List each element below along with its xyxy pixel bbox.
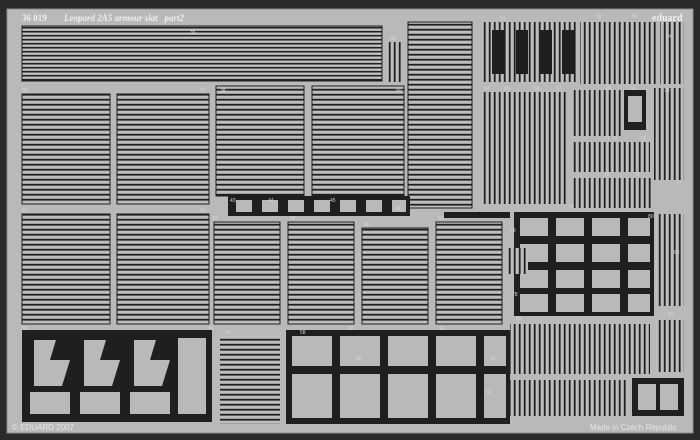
svg-text:78: 78 <box>512 292 518 298</box>
part-teeth-strip <box>510 380 628 416</box>
slat-panel-top-strip <box>22 26 382 81</box>
svg-text:75: 75 <box>634 172 640 178</box>
svg-text:67: 67 <box>556 86 562 92</box>
svg-text:59: 59 <box>348 326 354 332</box>
brand-logo: eduard <box>652 13 683 24</box>
svg-text:72: 72 <box>612 136 618 142</box>
svg-text:36: 36 <box>22 88 28 94</box>
svg-text:82: 82 <box>674 250 680 256</box>
svg-text:62: 62 <box>490 356 496 362</box>
svg-text:50: 50 <box>438 216 444 222</box>
slat-panel-42 <box>117 214 209 324</box>
svg-text:80: 80 <box>648 214 654 220</box>
svg-text:56: 56 <box>208 326 214 332</box>
svg-text:42: 42 <box>200 208 206 214</box>
svg-text:83: 83 <box>516 316 522 322</box>
part-combs-78 <box>508 248 528 274</box>
slat-panel-47 <box>214 222 280 324</box>
part-comb <box>387 42 401 82</box>
svg-text:63: 63 <box>486 390 492 396</box>
slat-panel-37 <box>117 94 209 204</box>
svg-text:51: 51 <box>500 16 506 22</box>
part-clips-71 <box>572 142 650 172</box>
svg-text:71: 71 <box>604 136 610 142</box>
part-number-labels: 35 36 37 38 39 40 41 42 43 44 45 46 47 4… <box>22 14 682 396</box>
svg-text:74: 74 <box>568 204 574 210</box>
svg-text:39: 39 <box>390 36 396 42</box>
part-combs-edge-bottom <box>656 320 684 372</box>
svg-text:68: 68 <box>606 86 612 92</box>
slat-panel-40 <box>312 86 404 196</box>
part-combs-66 <box>572 90 622 136</box>
sheet-code: 36 019 <box>22 13 47 23</box>
svg-text:41: 41 <box>22 208 28 214</box>
slat-panel-38 <box>216 86 304 196</box>
svg-text:66: 66 <box>534 86 540 92</box>
svg-text:58: 58 <box>300 330 306 336</box>
origin-text: Made in Czech Republic <box>590 423 677 432</box>
svg-text:40: 40 <box>396 88 402 94</box>
svg-text:44: 44 <box>268 198 274 204</box>
slat-panel-49 <box>362 228 428 324</box>
svg-text:43: 43 <box>230 198 236 204</box>
part-combs-edge <box>660 22 684 84</box>
part-combs-bottom-right <box>510 324 650 374</box>
slat-panel-36 <box>22 94 110 204</box>
svg-text:47: 47 <box>212 216 218 222</box>
part-combs-top-far-right <box>580 22 656 84</box>
svg-text:48: 48 <box>290 216 296 222</box>
slat-panel-50 <box>436 222 502 324</box>
slat-panel-ladder <box>408 22 472 208</box>
part-combs-73 <box>572 178 652 208</box>
svg-text:46: 46 <box>396 206 402 212</box>
part-combs-64 <box>482 92 566 204</box>
svg-text:81: 81 <box>668 312 674 318</box>
svg-text:53: 53 <box>632 14 638 20</box>
part-ladders-bottom <box>220 336 280 424</box>
svg-text:49: 49 <box>364 222 370 228</box>
svg-text:65: 65 <box>504 86 510 92</box>
svg-text:35: 35 <box>190 30 196 36</box>
slat-panel-41 <box>22 214 110 324</box>
svg-text:45: 45 <box>330 198 336 204</box>
svg-text:69: 69 <box>630 86 636 92</box>
svg-text:76: 76 <box>604 172 610 178</box>
slat-panel-48 <box>288 222 354 324</box>
svg-text:73: 73 <box>640 136 646 142</box>
svg-text:57: 57 <box>226 330 232 336</box>
svg-text:55: 55 <box>22 326 28 332</box>
svg-text:60: 60 <box>356 356 362 362</box>
svg-text:77: 77 <box>676 180 682 186</box>
part-combs-right <box>656 214 684 306</box>
svg-text:64: 64 <box>484 86 490 92</box>
svg-text:70: 70 <box>664 88 670 94</box>
svg-text:38: 38 <box>220 88 226 94</box>
svg-text:54: 54 <box>666 34 672 40</box>
svg-text:79: 79 <box>510 228 516 234</box>
svg-text:37: 37 <box>200 88 206 94</box>
svg-text:61: 61 <box>440 326 446 332</box>
svg-text:52: 52 <box>596 14 602 20</box>
part-combs-69 <box>654 88 684 180</box>
bar-part-74 <box>444 212 510 218</box>
copyright-text: © EDUARD 2007 <box>12 423 74 432</box>
sheet-title: Leopard 2A5 armour slat part2 <box>63 13 185 23</box>
